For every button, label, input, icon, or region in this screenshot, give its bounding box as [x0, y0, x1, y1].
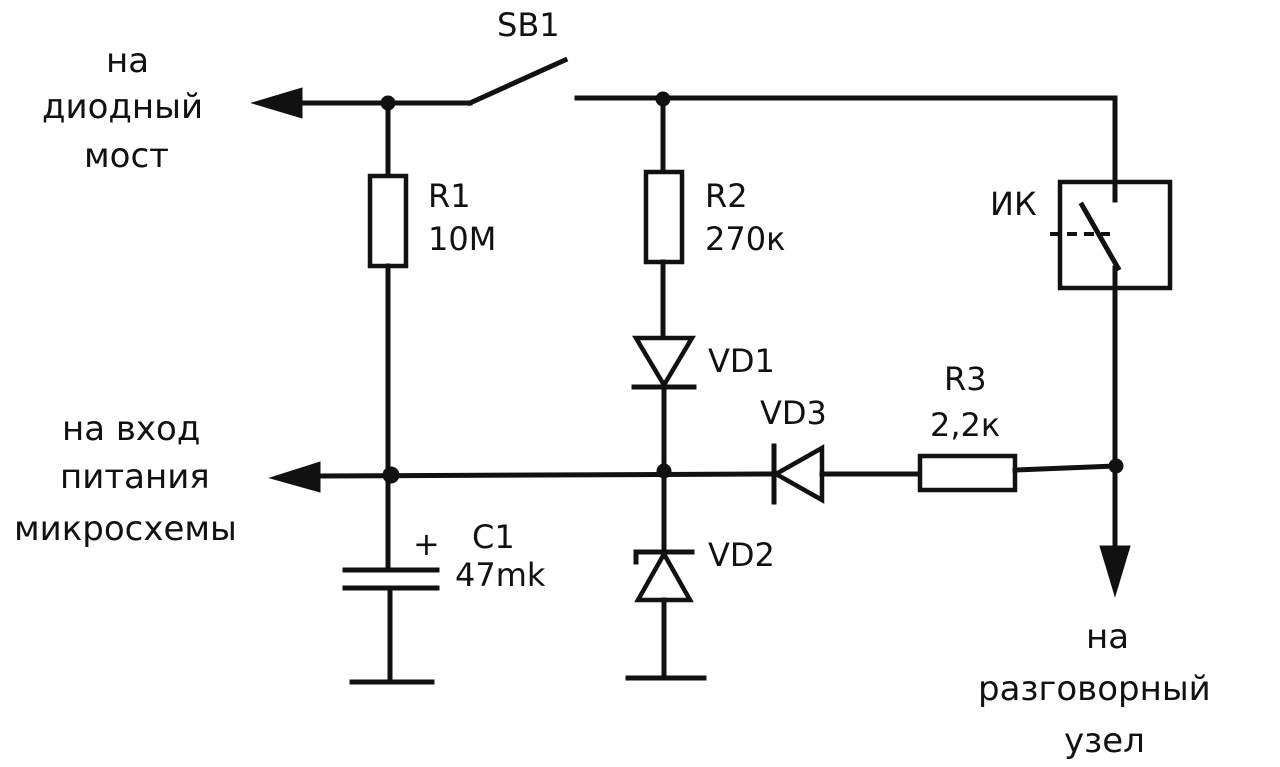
label-vd3: VD3 [760, 394, 827, 432]
top-wire-left [250, 87, 473, 119]
note-talk-unit-line3: узел [1064, 721, 1145, 761]
note-chip-power-line1: на вход [62, 409, 200, 449]
label-c1-plus: + [413, 525, 440, 563]
label-vd1: VD1 [708, 342, 775, 380]
diode-vd1 [631, 335, 697, 555]
top-wire-right [574, 95, 1118, 183]
resistor-r1 [367, 173, 409, 269]
label-sb1: SB1 [497, 6, 560, 44]
label-r2-ref: R2 [705, 177, 748, 215]
label-c1-ref: C1 [472, 518, 515, 556]
note-bridge-line3: мост [84, 136, 169, 176]
note-talk-unit-line2: разговорный [978, 669, 1211, 709]
junction-top-mid [655, 91, 671, 107]
note-chip-power-line3: микросхемы [14, 509, 237, 549]
note-talk-unit-line1: на [1086, 617, 1129, 657]
middle-bus [268, 461, 775, 493]
resistor-r3 [917, 453, 1124, 493]
reed-switch-ik [1050, 177, 1173, 598]
label-r1-ref: R1 [428, 177, 471, 215]
capacitor-c1 [342, 567, 440, 685]
label-r2-value: 270к [705, 220, 785, 258]
note-bridge-line1: на [106, 41, 149, 81]
zener-vd2 [625, 549, 707, 681]
diode-vd3 [771, 443, 923, 505]
label-vd2: VD2 [708, 536, 775, 574]
label-c1-value: 47mk [455, 556, 546, 594]
junction-top-left [380, 95, 396, 111]
label-r3-value: 2,2к [930, 406, 1000, 444]
switch-sb1 [466, 56, 569, 107]
note-bridge-line2: диодный [42, 87, 203, 127]
label-r3-ref: R3 [944, 360, 987, 398]
label-r1-value: 10M [428, 220, 496, 258]
r2-branch [643, 91, 685, 341]
note-chip-power-line2: питания [60, 457, 210, 497]
r1-branch [367, 95, 409, 571]
resistor-r2 [643, 169, 685, 265]
label-ik: ИК [990, 185, 1037, 223]
